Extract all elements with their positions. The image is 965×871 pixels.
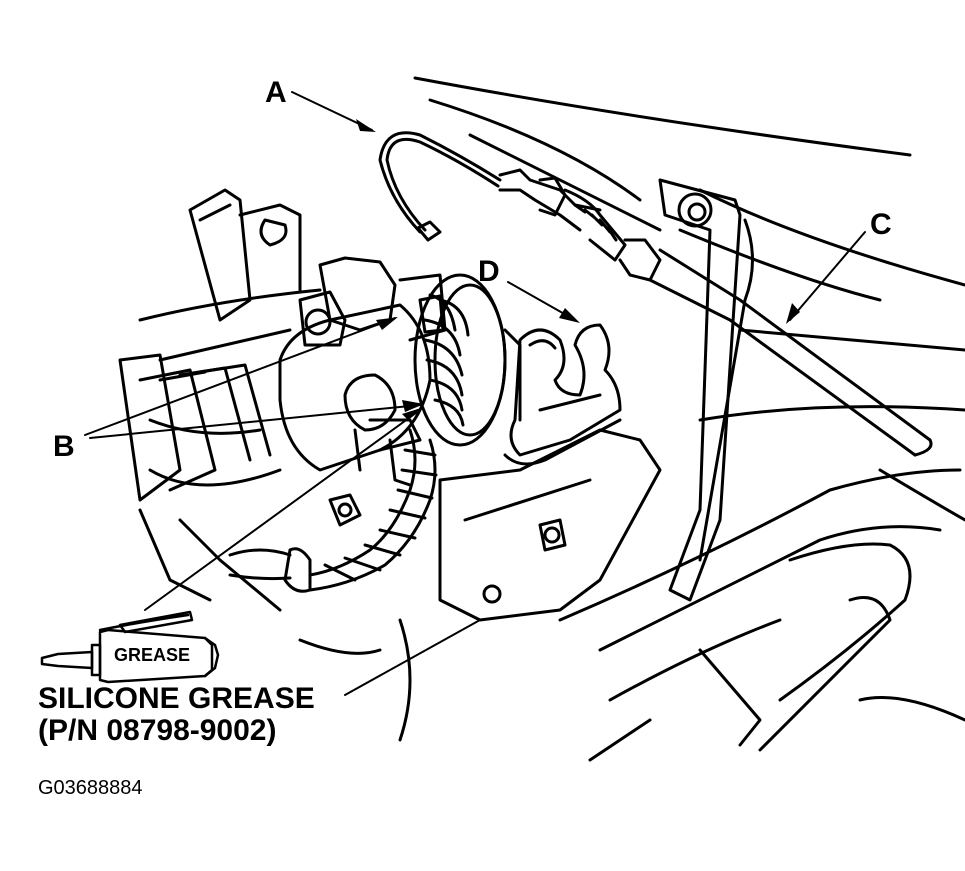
- callout-c: C: [870, 208, 892, 241]
- cable-bracket: [503, 323, 622, 466]
- throttle-body-housing: [278, 256, 432, 472]
- callout-b: B: [53, 430, 75, 463]
- arrowhead-a: [356, 119, 376, 132]
- arrowhead-grease: [402, 407, 424, 420]
- mounting-bracket: [328, 428, 662, 622]
- caption-line1: SILICONE GREASE: [38, 682, 315, 715]
- leader-b-upper: [84, 317, 396, 436]
- arrowhead-b2: [402, 400, 424, 412]
- grease-tube-label: GREASE: [114, 645, 191, 665]
- callout-a: A: [265, 76, 287, 109]
- caption-line2: (P/N 08798-9002): [38, 714, 277, 747]
- callout-d: D: [478, 255, 500, 288]
- grease-tube-icon: [40, 610, 220, 684]
- arrowhead-b: [376, 317, 398, 330]
- arrowhead-c: [786, 303, 800, 324]
- accelerator-cable: [498, 168, 933, 457]
- throttle-pulley: [398, 273, 522, 447]
- wire-harness: [228, 418, 438, 593]
- arrowhead-d: [559, 308, 580, 323]
- lower-engine-details: [298, 468, 965, 762]
- arrowheads: [356, 119, 800, 420]
- background-body-lines: [138, 76, 965, 422]
- leader-b-lower: [89, 404, 421, 439]
- leader-c: [789, 231, 866, 321]
- intake-duct: [118, 188, 302, 612]
- leader-lines: [84, 91, 866, 696]
- vertical-support: [658, 178, 754, 602]
- figure-id: G03688884: [38, 777, 143, 799]
- leader-grease-2: [344, 619, 481, 696]
- leader-grease-1: [144, 409, 421, 611]
- throttle-cable-thin: [378, 131, 502, 242]
